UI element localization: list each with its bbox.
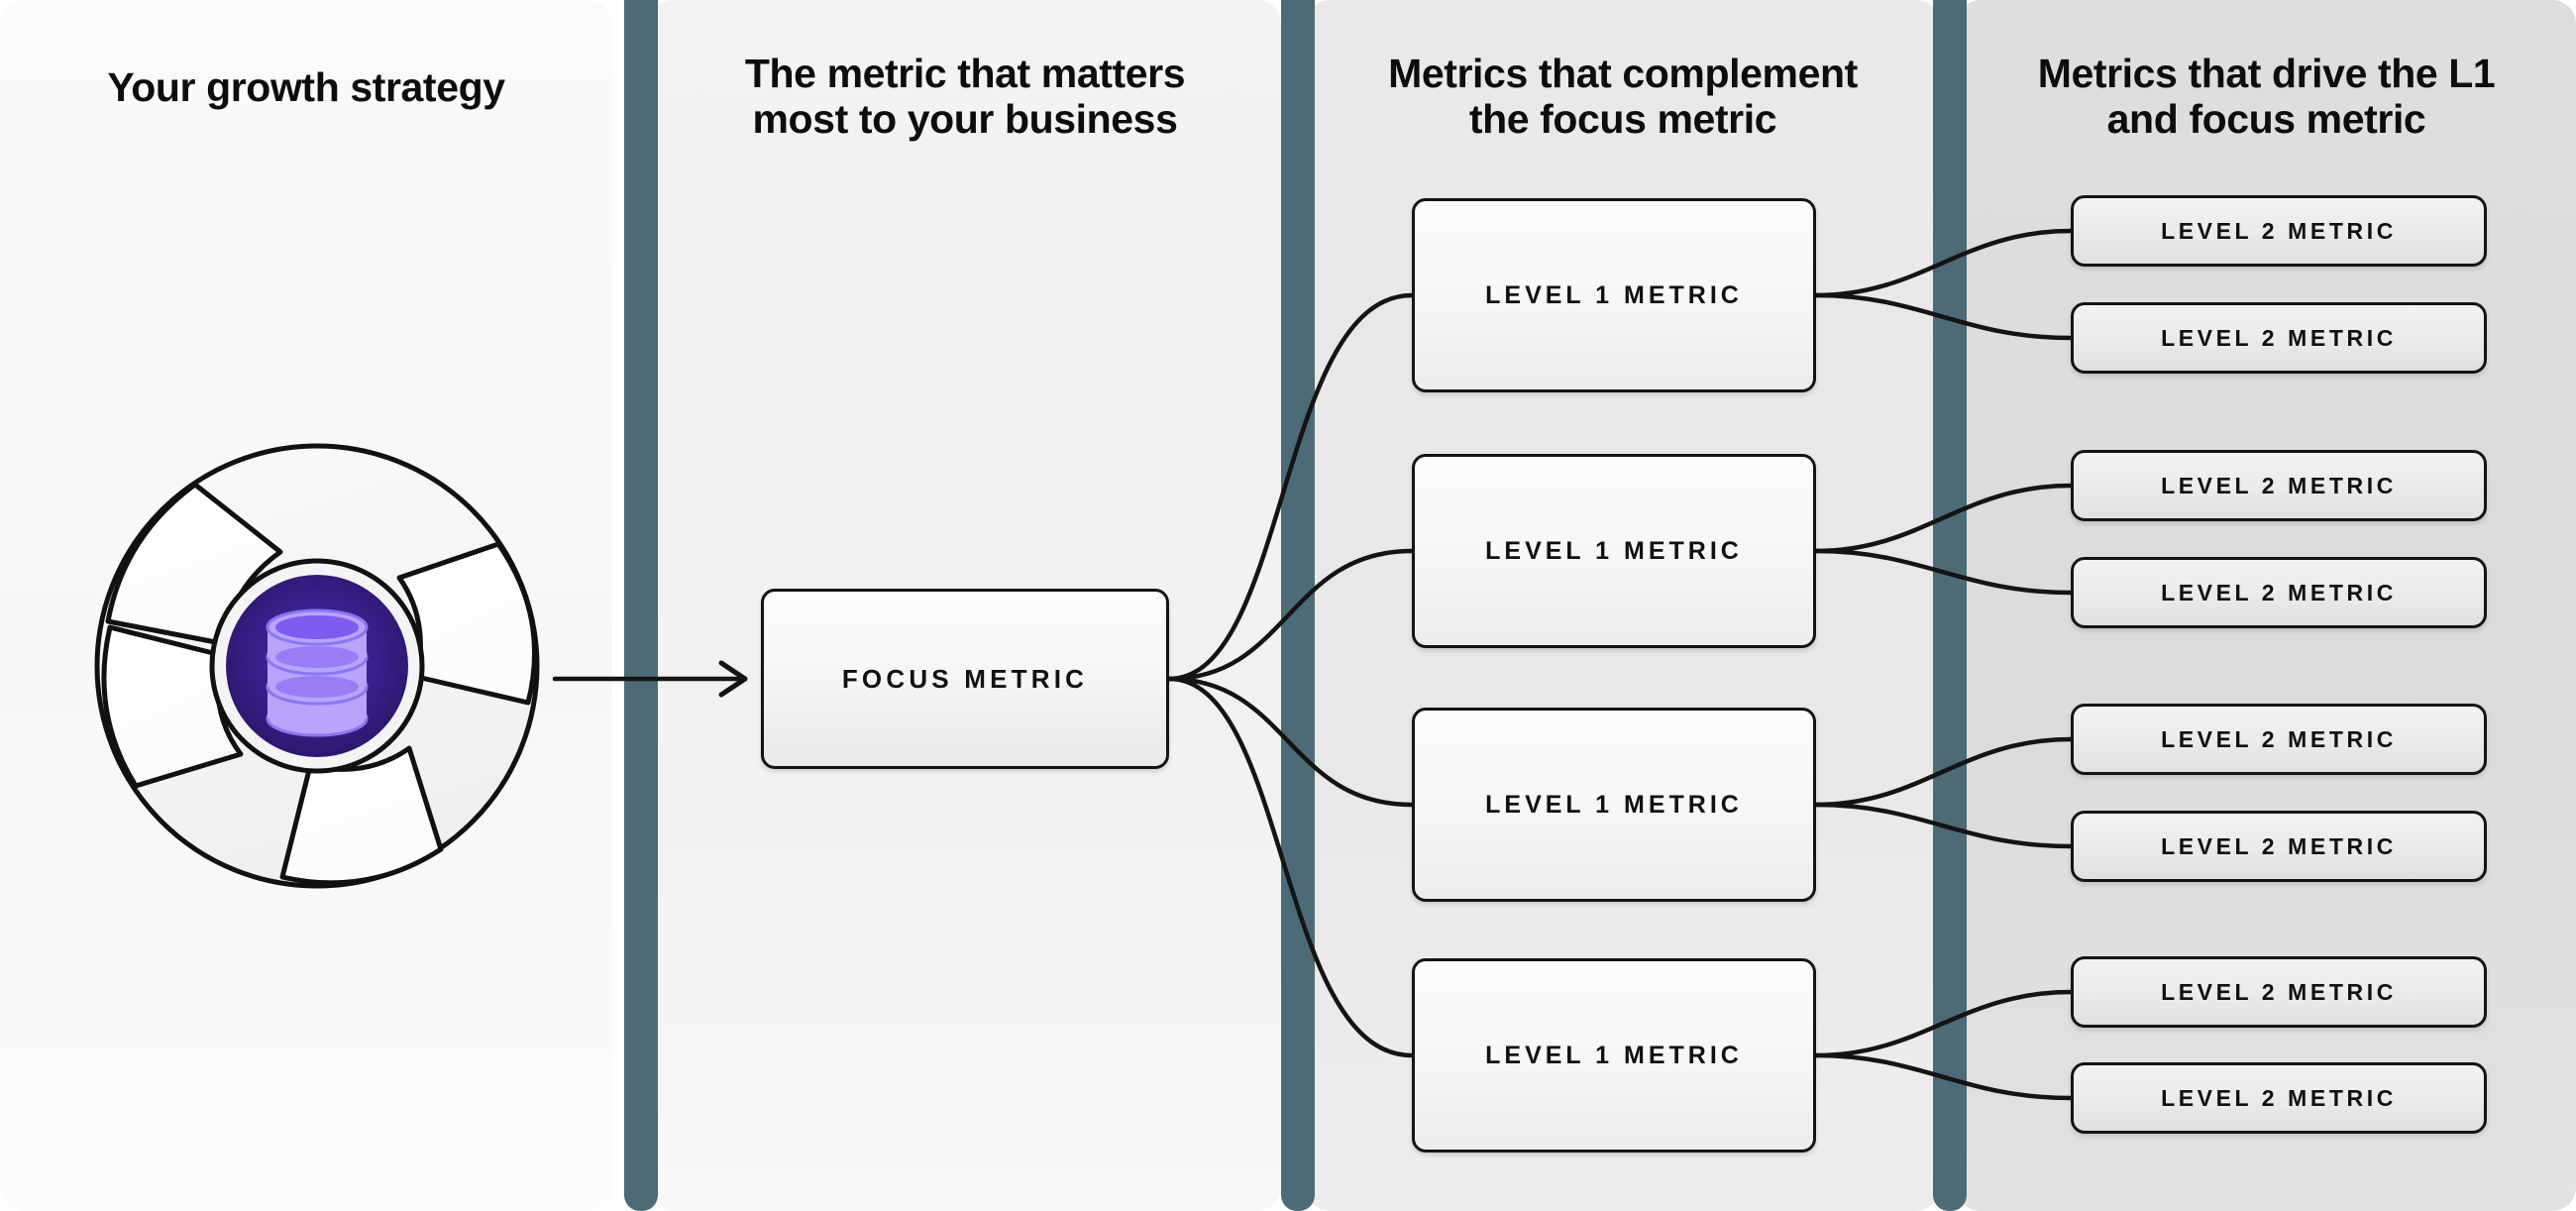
column-heading-line: and focus metric <box>2106 95 2426 142</box>
level-1-metric-node[interactable]: LEVEL 1 METRIC <box>1412 198 1816 392</box>
column-heading-line: The metric that matters <box>744 51 1186 96</box>
level-2-metric-label: LEVEL 2 METRIC <box>2161 978 2397 1005</box>
level-2-metric-label: LEVEL 2 METRIC <box>2161 472 2397 498</box>
focus-metric-label: FOCUS METRIC <box>841 663 1089 694</box>
growth-strategy-pinwheel-icon <box>94 443 540 889</box>
column-divider-2 <box>1281 0 1315 1211</box>
level-2-metric-node[interactable]: LEVEL 2 METRIC <box>2071 956 2487 1028</box>
level-2-metric-label: LEVEL 2 METRIC <box>2161 1084 2397 1111</box>
level-1-metric-label: LEVEL 1 METRIC <box>1485 1041 1743 1069</box>
level-2-metric-label: LEVEL 2 METRIC <box>2161 832 2397 859</box>
column-heading-level-1-metrics: Metrics that complement the focus metric <box>1306 51 1940 143</box>
level-2-metric-node[interactable]: LEVEL 2 METRIC <box>2071 811 2487 882</box>
column-heading-line: the focus metric <box>1468 95 1777 142</box>
level-2-metric-node[interactable]: LEVEL 2 METRIC <box>2071 704 2487 775</box>
level-2-metric-node[interactable]: LEVEL 2 METRIC <box>2071 195 2487 267</box>
level-1-metric-node[interactable]: LEVEL 1 METRIC <box>1412 708 1816 902</box>
focus-metric-node[interactable]: FOCUS METRIC <box>761 589 1169 769</box>
level-2-metric-node[interactable]: LEVEL 2 METRIC <box>2071 302 2487 374</box>
level-1-metric-label: LEVEL 1 METRIC <box>1485 536 1743 565</box>
column-heading-line: Metrics that complement <box>1388 51 1858 96</box>
column-divider-3 <box>1933 0 1967 1211</box>
level-2-metric-node[interactable]: LEVEL 2 METRIC <box>2071 1062 2487 1134</box>
level-2-metric-node[interactable]: LEVEL 2 METRIC <box>2071 450 2487 521</box>
level-1-metric-label: LEVEL 1 METRIC <box>1485 790 1743 819</box>
column-heading-line: Metrics that drive the L1 <box>2037 51 2496 96</box>
level-2-metric-label: LEVEL 2 METRIC <box>2161 579 2397 606</box>
column-heading-level-2-metrics: Metrics that drive the L1 and focus metr… <box>1957 51 2576 143</box>
level-1-metric-node[interactable]: LEVEL 1 METRIC <box>1412 958 1816 1153</box>
column-heading-line: most to your business <box>752 95 1178 142</box>
column-heading-growth-strategy: Your growth strategy <box>0 64 612 111</box>
level-2-metric-label: LEVEL 2 METRIC <box>2161 217 2397 244</box>
level-1-metric-node[interactable]: LEVEL 1 METRIC <box>1412 454 1816 648</box>
column-heading-line: Your growth strategy <box>107 64 505 110</box>
level-2-metric-label: LEVEL 2 METRIC <box>2161 324 2397 351</box>
column-divider-1 <box>624 0 658 1211</box>
level-2-metric-node[interactable]: LEVEL 2 METRIC <box>2071 557 2487 628</box>
column-heading-focus-metric: The metric that matters most to your bus… <box>649 51 1281 143</box>
level-1-metric-label: LEVEL 1 METRIC <box>1485 280 1743 309</box>
database-icon <box>266 608 369 737</box>
level-2-metric-label: LEVEL 2 METRIC <box>2161 725 2397 752</box>
